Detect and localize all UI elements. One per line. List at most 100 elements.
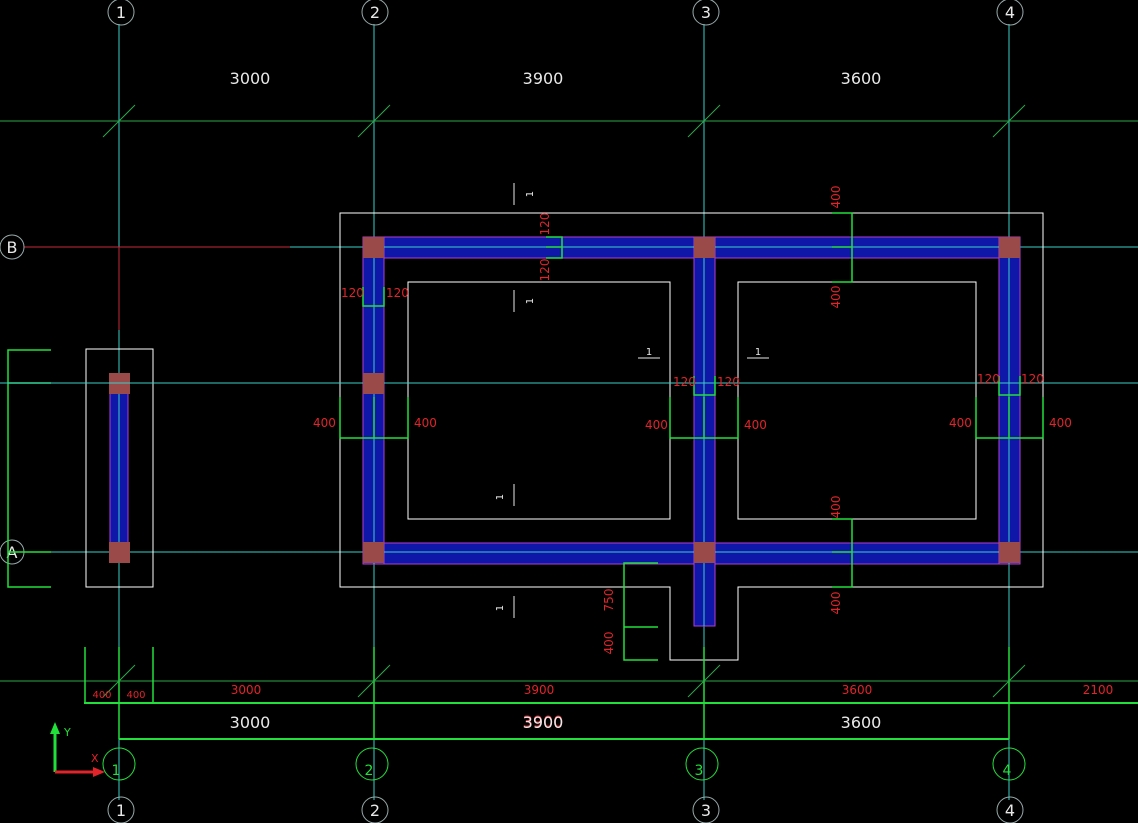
- axis-label-top-3: 3: [701, 3, 711, 22]
- ucs-x-arrow: [93, 767, 105, 777]
- section-mark-3: 1: [495, 494, 506, 500]
- axis-bubble-green-1[interactable]: [102, 747, 136, 781]
- axis-bubble-top-1[interactable]: [107, 0, 135, 26]
- dim-400-h2-l: 400: [313, 416, 336, 430]
- ucs-icon: Y X: [50, 722, 105, 777]
- top-axis-bubbles: 1 2 3 4: [107, 0, 1024, 26]
- bottom-tick-1: [102, 664, 136, 698]
- dim-120-wall4-l: 120: [977, 372, 1000, 386]
- column-mid2[interactable]: [363, 373, 384, 394]
- row-axis-bubbles: B A: [0, 234, 25, 565]
- bottom-span-2: 3900: [523, 713, 564, 732]
- dim-400-v-bot-a: 400: [829, 496, 843, 519]
- axis-bubble-green-4[interactable]: [992, 747, 1026, 781]
- bracket-750: [623, 562, 658, 661]
- bracket-top-120: [546, 236, 563, 259]
- bracket-wall-3: [693, 376, 716, 396]
- bottom-ext-lines: [118, 647, 1010, 739]
- top-tick-3: [687, 104, 721, 138]
- axis-label-bottom-2: 2: [370, 801, 380, 820]
- axis-label-green-4: 4: [1003, 763, 1012, 779]
- axis-label-green-2: 2: [365, 763, 374, 779]
- section-marks: 1 1 1 1 1 1: [495, 183, 769, 618]
- overlap-red-text: 3900: [523, 712, 564, 731]
- beam-bottom[interactable]: [362, 542, 1021, 565]
- ucs-y-arrow: [50, 722, 60, 734]
- axis-bubble-b[interactable]: [0, 234, 25, 260]
- bottom-small-span-1: 3000: [231, 683, 262, 697]
- section-mark-6: 1: [755, 347, 761, 358]
- axis-bubble-green-3[interactable]: [685, 747, 719, 781]
- foundation-outline[interactable]: [339, 212, 1044, 661]
- dim-120-wall3-r: 120: [717, 375, 740, 389]
- footing-dim-left: 400: [92, 690, 111, 701]
- section-mark-1: 1: [525, 191, 536, 197]
- column-b4[interactable]: [999, 237, 1020, 258]
- ucs-y-label: Y: [63, 726, 71, 739]
- bracket-wall-4: [998, 376, 1021, 396]
- top-span-3: 3600: [841, 69, 882, 88]
- axis-label-green-1: 1: [112, 763, 121, 779]
- dim-400-h4-r: 400: [1049, 416, 1072, 430]
- dim-400-lower: 400: [602, 632, 616, 655]
- top-span-1: 3000: [230, 69, 271, 88]
- bottom-small-span-2: 3900: [524, 683, 555, 697]
- bottom-extra-span: 2100: [1083, 683, 1114, 697]
- inner-opening-right[interactable]: [737, 281, 977, 520]
- column-a4[interactable]: [999, 542, 1020, 563]
- column-b2[interactable]: [363, 237, 384, 258]
- bottom-span-3: 3600: [841, 713, 882, 732]
- columns: [363, 237, 1020, 563]
- top-dimension-chain: 3000 3900 3600: [0, 69, 1138, 138]
- axis-bubble-bottom-3[interactable]: [692, 796, 720, 823]
- dim-400-h4-l: 400: [949, 416, 972, 430]
- axis-bubble-bottom-4[interactable]: [996, 796, 1024, 823]
- dim-120-wall2-l: 120: [341, 286, 364, 300]
- ucs-x-label: X: [91, 752, 99, 765]
- axis-bubble-green-2[interactable]: [355, 747, 389, 781]
- axis-label-green-3: 3: [695, 763, 704, 779]
- main-foundation[interactable]: [339, 212, 1044, 661]
- axis-label-bottom-4: 4: [1005, 801, 1015, 820]
- dim-120-top-a: 120: [538, 213, 552, 236]
- axis-bubble-top-2[interactable]: [361, 0, 389, 26]
- axis-label-bottom-3: 3: [701, 801, 711, 820]
- top-tick-1: [102, 104, 136, 138]
- local-dim-brackets: [339, 212, 1044, 661]
- axis-bubble-top-4[interactable]: [996, 0, 1024, 26]
- axis-bubble-bottom-2[interactable]: [361, 796, 389, 823]
- left-column-bottom[interactable]: [109, 542, 130, 563]
- section-mark-2: 1: [525, 298, 536, 304]
- bottom-tick-2: [357, 664, 391, 698]
- left-footing[interactable]: [7, 348, 154, 588]
- section-mark-4: 1: [495, 605, 506, 611]
- axis-label-top-1: 1: [116, 3, 126, 22]
- bracket-wall-2: [362, 287, 385, 307]
- inner-opening-left[interactable]: [407, 281, 671, 520]
- bracket-h-2: [339, 397, 409, 439]
- column-b3[interactable]: [694, 237, 715, 258]
- beams: [0, 236, 1138, 627]
- dim-120-wall3-l: 120: [673, 375, 696, 389]
- left-dim-bracket: [7, 349, 51, 588]
- column-a2[interactable]: [363, 542, 384, 563]
- dim-120-wall2-r: 120: [386, 286, 409, 300]
- bottom-tick-3: [687, 664, 721, 698]
- bracket-h-3: [669, 397, 739, 439]
- dim-400-v-bot-b: 400: [829, 592, 843, 615]
- dim-400-v-top-b: 400: [829, 286, 843, 309]
- axis-bubble-bottom-1[interactable]: [107, 796, 135, 823]
- bottom-small-span-3: 3600: [842, 683, 873, 697]
- red-dimension-texts: 120 120 120 120 120 120 120 120 400 400 …: [313, 186, 1072, 655]
- bracket-h-4: [975, 397, 1044, 439]
- column-a3[interactable]: [694, 542, 715, 563]
- footing-dim-right: 400: [126, 690, 145, 701]
- dim-120-wall4-r: 120: [1021, 372, 1044, 386]
- dim-400-h2-r: 400: [414, 416, 437, 430]
- left-footing-outline[interactable]: [85, 348, 154, 588]
- bottom-axis-bubbles: 1 2 3 4: [107, 796, 1024, 823]
- dim-400-h3-r: 400: [744, 418, 767, 432]
- dim-400-h3-l: 400: [645, 418, 668, 432]
- axis-bubble-top-3[interactable]: [692, 0, 720, 26]
